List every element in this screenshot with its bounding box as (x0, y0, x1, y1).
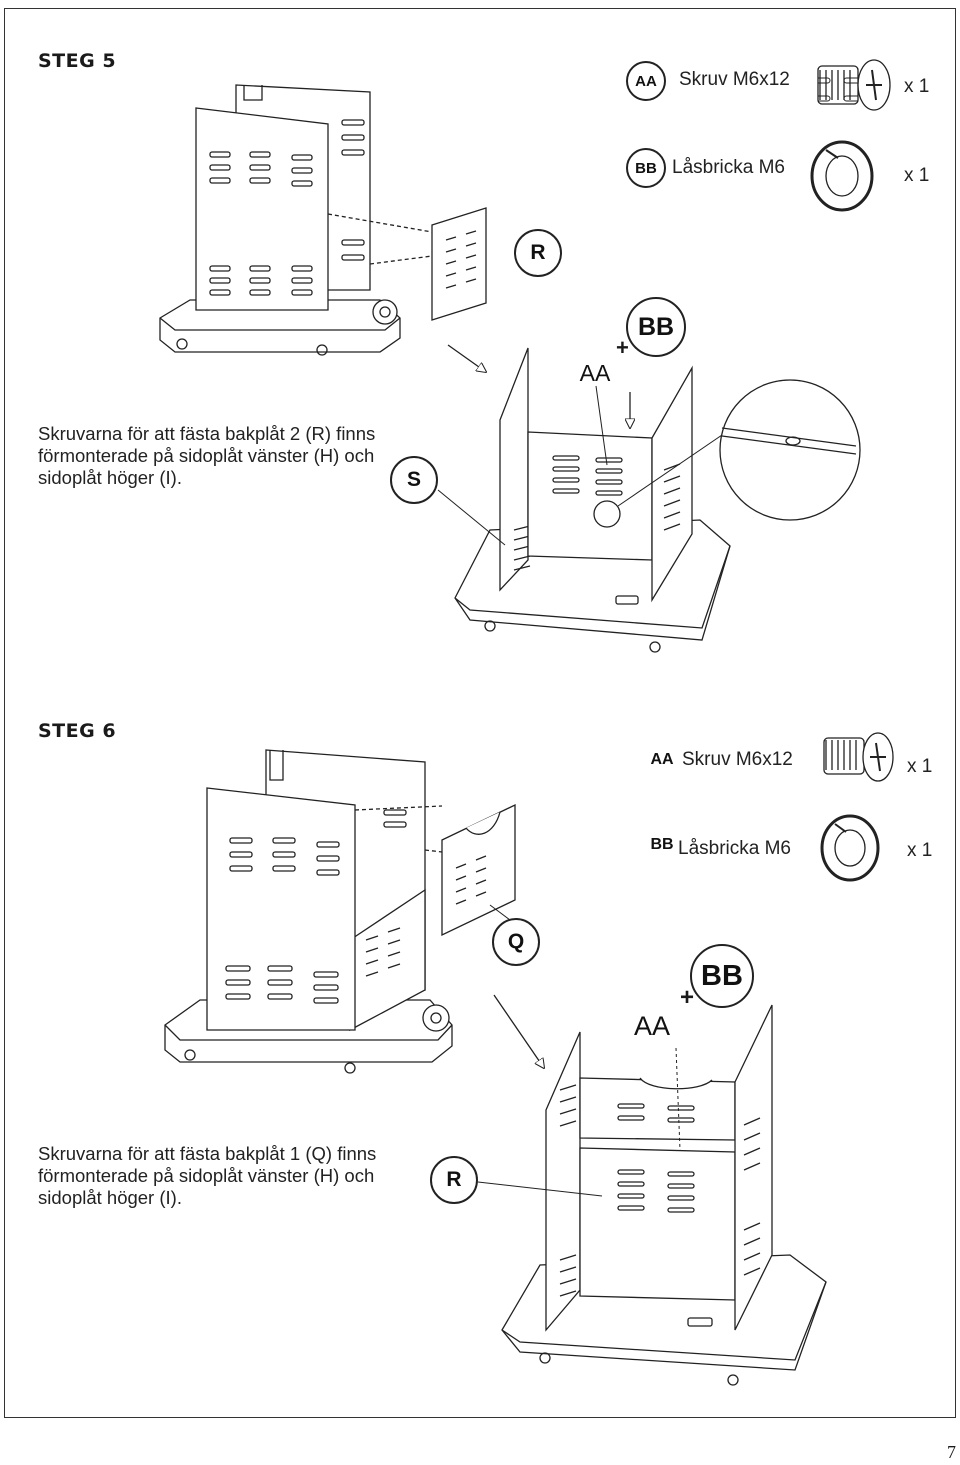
step5-part-bb-name: Låsbricka M6 (672, 157, 785, 178)
step6-part-aa-name: Skruv M6x12 (682, 749, 793, 770)
step6-part-aa-qty: x 1 (907, 756, 933, 777)
step5-washer-icon (810, 140, 874, 212)
step5-assembled-cart (437, 347, 745, 653)
step6-side-label: R (430, 1156, 478, 1204)
step5-part-aa-name: Skruv M6x12 (679, 69, 790, 90)
step6-title: STEG 6 (38, 720, 117, 742)
step5-detail-aa: AA (579, 359, 611, 386)
step5-instruction: Skruvarna för att fästa bakplåt 2 (R) fi… (38, 423, 376, 488)
step5-part-bb-badge: BB (626, 148, 666, 188)
step6-part-bb-qty: x 1 (907, 840, 933, 861)
page-number: 7 (947, 1442, 956, 1462)
step5-part-aa-qty: x 1 (904, 76, 930, 97)
step5-detail-magnifier (719, 379, 861, 521)
step5-exploded-cart (159, 84, 486, 372)
step6-panel-label: Q (492, 918, 540, 966)
page-frame (4, 8, 956, 1418)
step6-part-bb-name: Låsbricka M6 (678, 838, 791, 859)
step6-exploded-cart (164, 749, 544, 1074)
step6-instruction: Skruvarna för att fästa bakplåt 1 (Q) fi… (38, 1143, 377, 1208)
step6-part-aa-badge: AA (642, 740, 682, 780)
step6-part-bb-badge: BB (642, 825, 682, 865)
step6-screw-icon (823, 732, 894, 782)
step5-title: STEG 5 (38, 50, 117, 72)
step6-washer-icon (820, 814, 880, 882)
step5-detail-bb: BB (626, 297, 686, 357)
step5-plus: + (616, 335, 629, 360)
step5-side-label: S (390, 456, 438, 504)
step5-part-bb-qty: x 1 (904, 165, 930, 186)
step5-screw-icon (817, 59, 891, 111)
step6-detail-aa: AA (633, 1010, 671, 1041)
step5-panel-label: R (514, 229, 562, 277)
step6-detail-bb: BB (690, 944, 754, 1008)
step6-assembled-cart (477, 1004, 827, 1386)
step6-plus: + (680, 984, 695, 1011)
step5-part-aa-badge: AA (626, 61, 666, 101)
